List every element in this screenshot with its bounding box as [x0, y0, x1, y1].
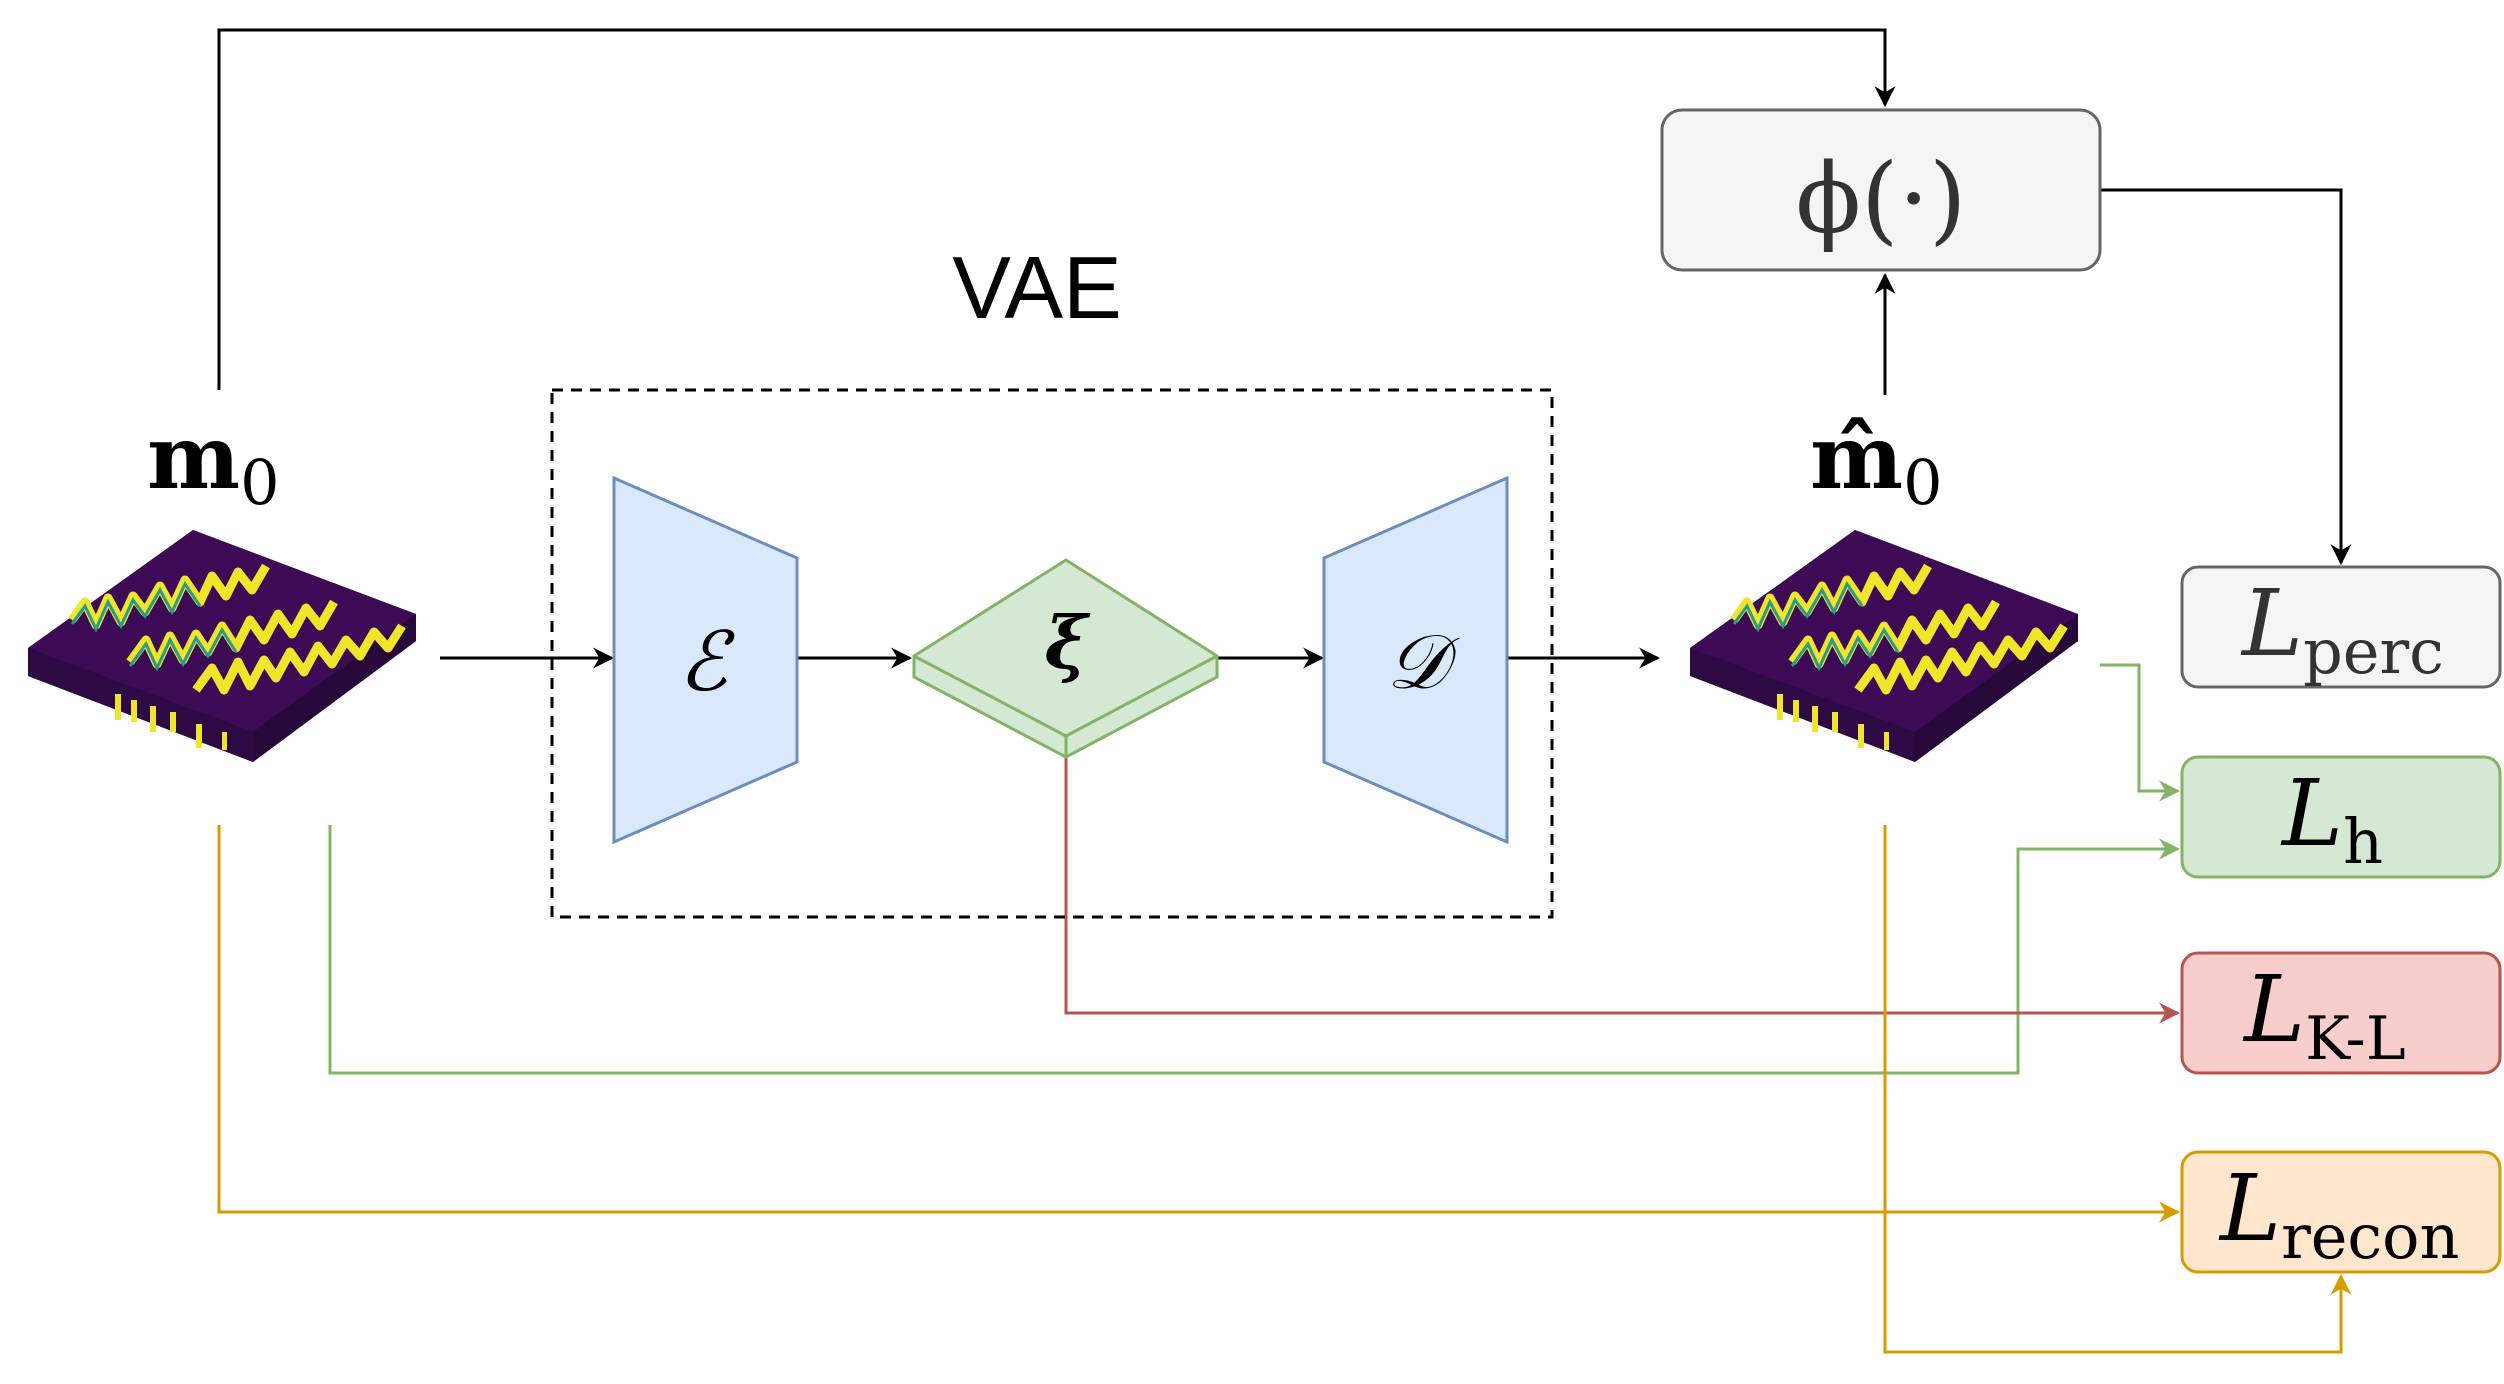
phi-to-lperc-connector: [2100, 188, 2352, 566]
vae-dashed-box: [550, 388, 1554, 919]
loss-h-box: [2180, 755, 2502, 879]
feature-extractor-box: [1660, 108, 2102, 272]
decoder-block: [1322, 475, 1509, 845]
loss-perc-label: Lperc: [2240, 570, 2444, 688]
output-field-image: [1690, 530, 2078, 762]
loss-h-label: Lh: [2280, 760, 2383, 878]
loss-perc-box: [2180, 565, 2502, 689]
latent-block: [912, 558, 1219, 759]
feature-extractor-label: ϕ(·): [1796, 143, 1967, 255]
loss-recon-box: [2180, 1150, 2502, 1274]
input-field-image: [28, 530, 416, 762]
output-to-lrecon-connector: [1883, 825, 2352, 1354]
encoder-symbol: ℰ: [678, 615, 735, 710]
loss-kl-label: LK-L: [2242, 956, 2406, 1074]
output-to-lh-connector: [2100, 663, 2181, 802]
skip-connector-to-phi: [217, 28, 1896, 390]
vae-label: VAE: [952, 238, 1122, 337]
latent-symbol: ξ: [1045, 600, 1091, 685]
latent-to-lkl-connector: [1064, 757, 2181, 1024]
input-to-lh-connector: [328, 825, 2181, 1075]
input-to-lrecon-connector: [217, 825, 2181, 1223]
encoder-block: [612, 475, 799, 845]
output-label: m̂0: [1810, 405, 1943, 519]
loss-recon-label: Lrecon: [2218, 1155, 2459, 1273]
input-label: m0: [147, 405, 280, 519]
loss-kl-box: [2180, 951, 2502, 1075]
